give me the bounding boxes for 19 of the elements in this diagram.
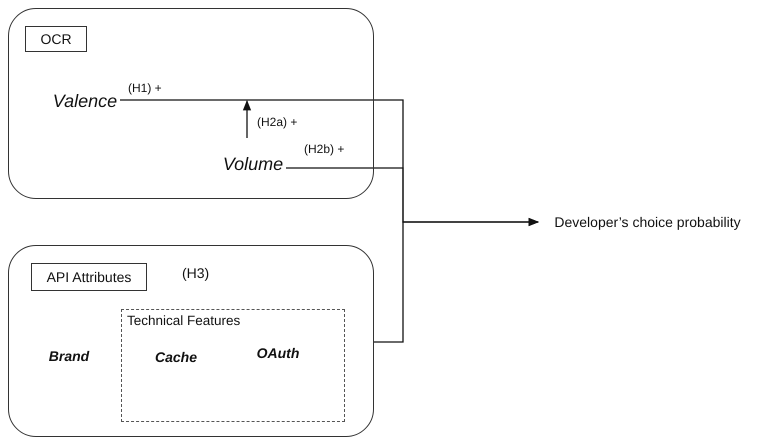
group-title: Technical Features (127, 313, 240, 328)
edge-label: (H2b) + (304, 142, 344, 156)
variable-label: Volume (222, 153, 284, 176)
label-box (31, 263, 147, 291)
edge-label: (H1) + (128, 81, 162, 95)
variable-label: OAuth (256, 344, 300, 363)
variable-label: Developer’s choice probability (553, 213, 742, 232)
box-label: OCR (39, 30, 73, 49)
hypothesis-label: (H3) (182, 265, 210, 281)
label-box (25, 26, 87, 52)
dashed-group-box (121, 309, 345, 422)
group-panel (8, 245, 374, 437)
variable-label: Cache (154, 348, 198, 367)
edge-label: (H2a) + (257, 115, 298, 129)
arrow (242, 100, 252, 138)
box-label: API Attributes (46, 268, 132, 287)
variable-label: Brand (48, 347, 90, 366)
connector-arrow (374, 218, 540, 343)
variable-label: Valence (52, 90, 118, 113)
